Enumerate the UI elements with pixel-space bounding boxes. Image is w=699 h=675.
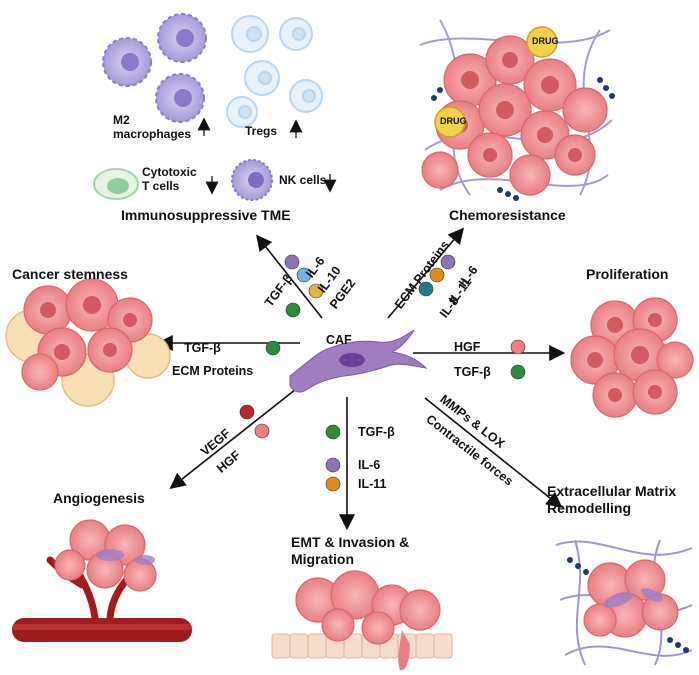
angiogenesis-title: Angiogenesis bbox=[53, 490, 145, 506]
drug-pill-top bbox=[526, 26, 558, 58]
stemness-factor-tgf: TGF-β bbox=[184, 341, 221, 355]
emt-factor-il11: IL-11 bbox=[358, 477, 387, 491]
prolif-factor-tgf: TGF-β bbox=[454, 365, 491, 379]
caf-cell-icon bbox=[289, 329, 428, 393]
dot-chemo-il11 bbox=[429, 267, 445, 283]
dot-immune-il10 bbox=[296, 267, 312, 283]
dot-immune-il6 bbox=[284, 254, 300, 270]
dot-prolif-tgf bbox=[510, 364, 526, 380]
dot-stemness-tgf bbox=[265, 340, 281, 356]
emt-factor-il6: IL-6 bbox=[358, 458, 381, 472]
angiogenesis-icon bbox=[12, 519, 192, 642]
ecm-remodelling-icon bbox=[555, 539, 693, 666]
immunosuppressive-tme-title: Immunosuppressive TME bbox=[121, 207, 291, 223]
cytotoxic-t-cells-label: Cytotoxic T cells bbox=[142, 165, 197, 193]
factor-dots bbox=[239, 254, 526, 492]
dot-angio-vegf bbox=[239, 404, 255, 420]
drug-label-left: DRUG bbox=[440, 116, 467, 126]
dot-chemo-il6 bbox=[440, 254, 456, 270]
caf-label: CAF bbox=[326, 333, 352, 347]
nk-cell-icon bbox=[231, 159, 273, 201]
drug-label-top: DRUG bbox=[532, 36, 559, 46]
drug-pill-left bbox=[434, 106, 466, 138]
immune-trend-arrows bbox=[197, 117, 337, 195]
dot-emt-il6 bbox=[325, 457, 341, 473]
dot-immune-tgf bbox=[285, 302, 301, 318]
cytotoxic-t-cell-icon bbox=[93, 168, 139, 200]
dot-emt-tgf bbox=[325, 424, 341, 440]
dot-emt-il11 bbox=[325, 476, 341, 492]
nk-cells-label: NK cells bbox=[279, 173, 327, 187]
cancer-stemness-tumor-icon bbox=[5, 278, 171, 407]
emt-icon bbox=[271, 570, 453, 671]
stemness-factor-ecm: ECM Proteins bbox=[172, 364, 254, 378]
proliferation-title: Proliferation bbox=[586, 266, 669, 282]
arrow-ecm bbox=[424, 397, 563, 508]
treg-cell-icons bbox=[226, 15, 323, 128]
dot-immune-pge2 bbox=[308, 283, 324, 299]
ecm-remodelling-title: Extracellular Matrix Remodelling bbox=[547, 483, 677, 516]
m2-macrophages-label: M2 macrophages bbox=[113, 113, 192, 141]
emt-title: EMT & Invasion & Migration bbox=[291, 534, 410, 567]
chemoresistance-tumor-icon bbox=[419, 19, 615, 201]
tregs-label: Tregs bbox=[245, 124, 278, 138]
arrow-chemo bbox=[387, 227, 465, 319]
cancer-stemness-title: Cancer stemness bbox=[12, 266, 128, 282]
m2-macrophage-icons bbox=[102, 13, 207, 123]
dot-chemo-il8 bbox=[418, 281, 434, 297]
emt-factor-tgf: TGF-β bbox=[358, 425, 395, 439]
proliferation-tumor-icon bbox=[570, 297, 694, 418]
prolif-factor-hgf: HGF bbox=[454, 340, 481, 354]
dot-angio-hgf bbox=[254, 423, 270, 439]
chemoresistance-title: Chemoresistance bbox=[449, 207, 566, 223]
dot-prolif-hgf bbox=[510, 339, 526, 355]
arrow-immune bbox=[256, 234, 323, 319]
arrow-angiogenesis bbox=[169, 377, 311, 489]
